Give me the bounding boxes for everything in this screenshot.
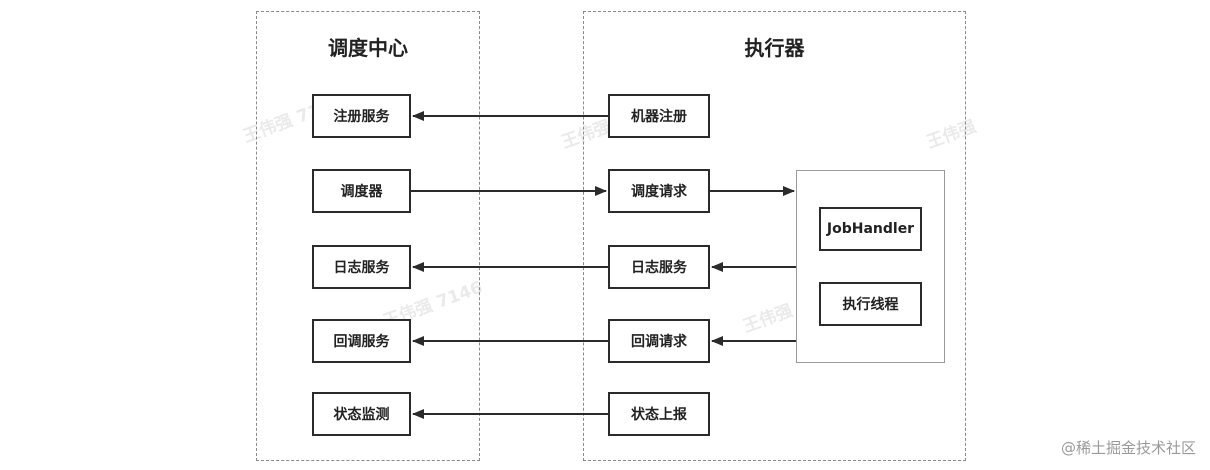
job-handler-group: [796, 170, 945, 363]
callback-request-node: 回调请求: [608, 319, 710, 363]
register-service-node: 注册服务: [312, 94, 411, 138]
status-report-node: 状态上报: [608, 392, 710, 436]
group-title: 执行器: [744, 36, 805, 60]
callback-service-node: 回调服务: [312, 319, 411, 363]
job-handler-node: JobHandler: [819, 207, 922, 251]
scheduler-node: 调度器: [312, 169, 411, 213]
log-service-node: 日志服务: [312, 245, 411, 289]
group-title: 调度中心: [328, 36, 408, 60]
log-service-exec-node: 日志服务: [608, 245, 710, 289]
status-monitor-node: 状态监测: [312, 392, 411, 436]
exec-thread-node: 执行线程: [819, 282, 922, 326]
schedule-request-node: 调度请求: [608, 169, 710, 213]
executor-group: 执行器: [583, 11, 966, 461]
footer-source-mark: @稀土掘金技术社区: [1060, 439, 1196, 457]
scheduler-center-group: 调度中心: [256, 11, 480, 461]
machine-register-node: 机器注册: [608, 94, 710, 138]
